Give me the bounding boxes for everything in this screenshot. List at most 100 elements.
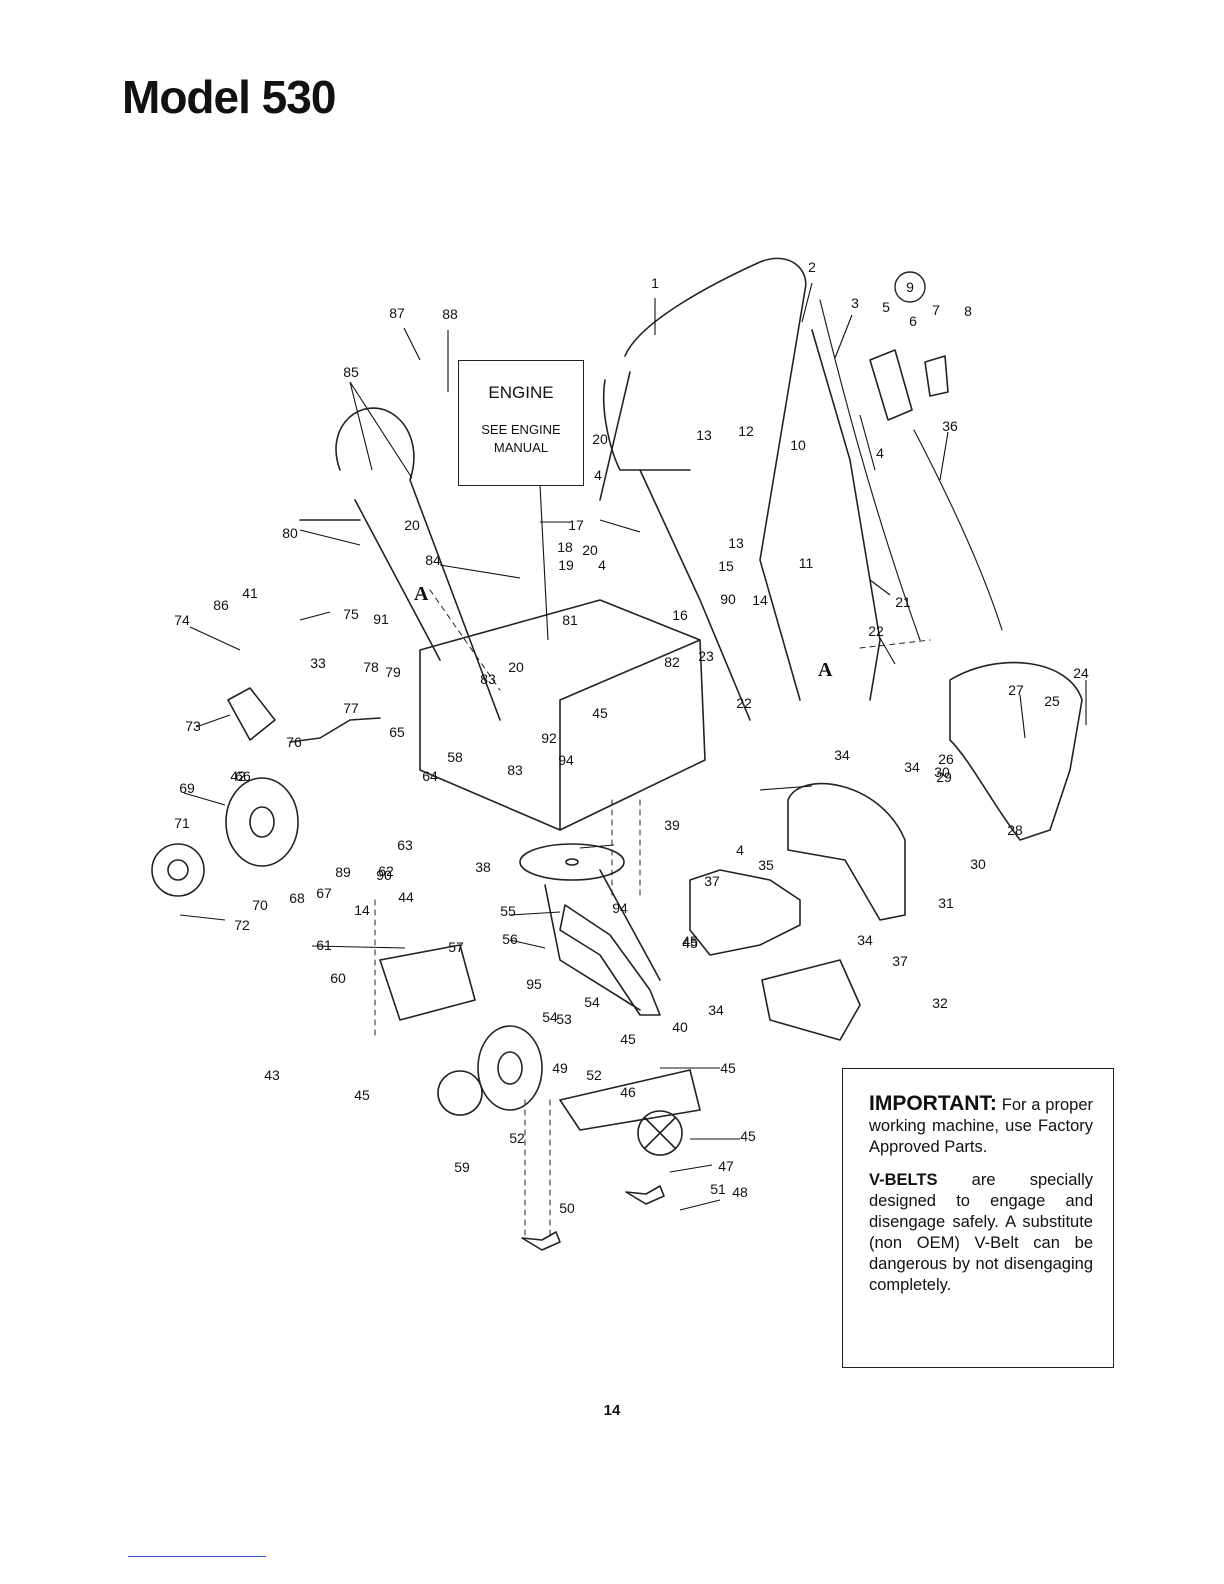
callout-45: 45 [720,1060,736,1076]
callout-47: 47 [718,1158,734,1174]
callout-80: 80 [282,525,298,541]
callout-49: 49 [552,1060,568,1076]
callout-13: 13 [728,535,744,551]
callout-1: 1 [651,275,659,291]
callout-12: 12 [738,423,754,439]
engine-note-box: ENGINE SEE ENGINE MANUAL [458,360,584,486]
callout-77: 77 [343,700,359,716]
callout-58: 58 [447,749,463,765]
height-adjust-bracket [379,944,476,1021]
callout-41: 41 [242,585,258,601]
callout-65: 65 [389,724,405,740]
callout-16: 16 [672,607,688,623]
callout-64: 64 [422,768,438,784]
callout-34: 34 [857,932,873,948]
callout-54: 54 [584,994,600,1010]
bracket-54b [625,1185,665,1205]
depth-bracket [559,1069,701,1131]
callout-59: 59 [454,1159,470,1175]
edger-blade [949,661,1083,841]
callout-79: 79 [385,664,401,680]
callout-35: 35 [758,857,774,873]
depth-lever-left [227,687,276,741]
callout-82: 82 [664,654,680,670]
callout-57: 57 [448,939,464,955]
callout-20: 20 [404,517,420,533]
callout-74: 74 [174,612,190,628]
callout-37: 37 [892,953,908,969]
callout-68: 68 [289,890,305,906]
callout-20: 20 [508,659,524,675]
callout-54: 54 [542,1009,558,1025]
callout-39: 39 [664,817,680,833]
callout-30: 30 [970,856,986,872]
callout-90: 90 [720,591,736,607]
callout-32: 32 [932,995,948,1011]
callout-5: 5 [882,299,890,315]
callout-45: 45 [740,1128,756,1144]
callout-51: 51 [710,1181,726,1197]
callout-85: 85 [343,364,359,380]
callout-4: 4 [876,445,884,461]
important-heading: IMPORTANT: [869,1092,997,1115]
callout-86: 86 [213,597,229,613]
callout-87: 87 [389,305,405,321]
important-text: For a proper working machine, use Factor… [869,1096,1093,1156]
callout-62: 62 [378,863,394,879]
callout-19: 19 [558,557,574,573]
callout-61: 61 [316,937,332,953]
callout-2: 2 [808,259,816,275]
v-belt [544,869,661,1011]
callout-6: 6 [909,313,917,329]
lower-handle [299,407,501,721]
callout-52: 52 [586,1067,602,1083]
callout-20: 20 [592,431,608,447]
callout-45: 45 [682,935,698,951]
reference-lines [374,589,931,1241]
callout-76: 76 [286,734,302,750]
callout-60: 60 [330,970,346,986]
callout-27: 27 [1008,682,1024,698]
callout-34: 34 [834,747,850,763]
callout-90: 90 [376,867,392,883]
callout-75: 75 [343,606,359,622]
page-number: 14 [603,1402,621,1419]
callout-44: 44 [398,889,414,905]
callout-14: 14 [752,592,768,608]
callout-13: 13 [696,427,712,443]
callout-45: 45 [592,705,608,721]
callout-55: 55 [500,903,516,919]
callout-4: 4 [598,557,606,573]
callout-45: 45 [620,1031,636,1047]
callout-30: 30 [934,764,950,780]
left-wheel [225,777,299,867]
callout-15: 15 [718,558,734,574]
callout-92: 92 [541,730,557,746]
callout-7: 7 [932,302,940,318]
callout-88: 88 [442,306,458,322]
callout-46: 46 [620,1084,636,1100]
belt-cover [761,959,861,1041]
callout-25: 25 [1044,693,1060,709]
callout-42: 42 [230,768,246,784]
callout-63: 63 [397,837,413,853]
callout-11: 11 [799,555,814,571]
callout-9: 9 [906,279,914,295]
callout-22: 22 [736,695,752,711]
callout-9-circle [894,271,926,303]
callout-43: 43 [264,1067,280,1083]
callout-36: 36 [942,418,958,434]
callout-66: 66 [235,768,251,784]
callout-33: 33 [310,655,326,671]
callout-34: 34 [708,1002,724,1018]
callout-21: 21 [895,594,911,610]
control-cable [819,299,1003,641]
callout-22: 22 [868,623,884,639]
callout-45: 45 [354,1087,370,1103]
callout-8: 8 [964,303,972,319]
callout-38: 38 [475,859,491,875]
bracket-54a [521,1231,561,1251]
callout-72: 72 [234,917,250,933]
hub-cap-left [151,843,205,897]
callout-4: 4 [736,842,744,858]
